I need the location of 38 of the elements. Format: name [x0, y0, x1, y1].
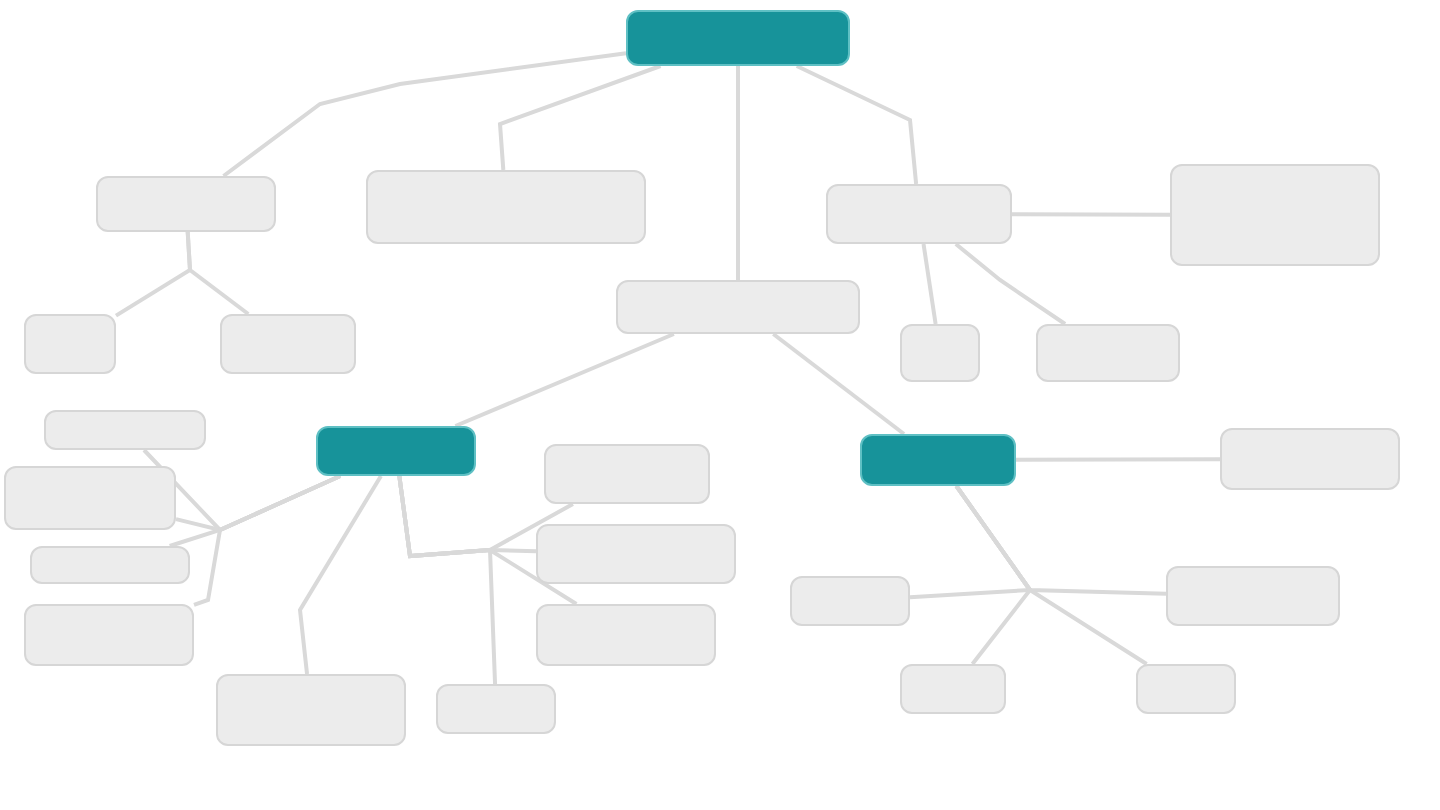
concept-box [216, 674, 406, 746]
concept-box [900, 324, 980, 382]
concept-box [826, 184, 1012, 244]
highlight-concept-box [626, 10, 850, 66]
connector-line [772, 332, 906, 436]
connector-line [921, 243, 938, 325]
concept-box [536, 604, 716, 666]
connector-line [1016, 457, 1220, 462]
concept-box [220, 314, 356, 374]
concept-box [1036, 324, 1180, 382]
concept-box [900, 664, 1006, 714]
connector-line [185, 231, 250, 316]
concept-box [4, 466, 176, 530]
concept-box [616, 280, 860, 334]
highlight-concept-box [316, 426, 476, 476]
concept-box [30, 546, 190, 584]
concept-box [544, 444, 710, 504]
concept-box [1220, 428, 1400, 490]
connector-line [297, 474, 383, 675]
concept-box [1170, 164, 1380, 266]
highlight-concept-box [860, 434, 1016, 486]
connector-line [954, 242, 1067, 326]
concept-box [536, 524, 736, 584]
concept-box [366, 170, 646, 244]
connector-line [795, 64, 919, 185]
connector-line [1012, 212, 1170, 217]
concept-box [436, 684, 556, 734]
concept-box [96, 176, 276, 232]
concept-box [24, 314, 116, 374]
concept-box [1136, 664, 1236, 714]
connector-line [454, 332, 675, 428]
connector-line [222, 51, 627, 178]
connector-line [497, 64, 662, 171]
concept-box [24, 604, 194, 666]
concept-box [44, 410, 206, 450]
concept-box [1166, 566, 1340, 626]
connector-line [736, 66, 740, 280]
concept-box [790, 576, 910, 626]
